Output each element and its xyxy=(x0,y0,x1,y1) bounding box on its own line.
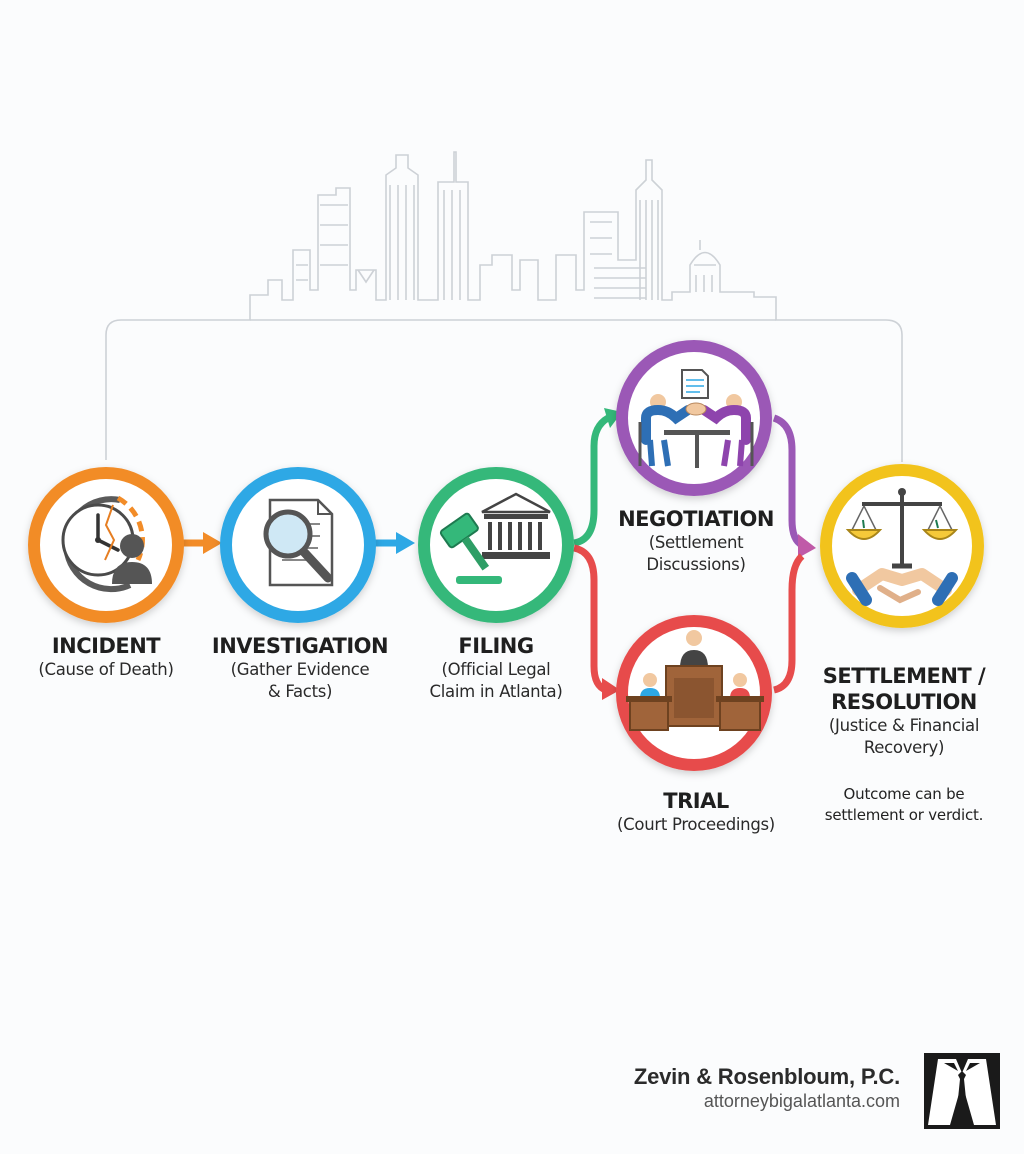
filing-subtitle-2: Claim in Atlanta) xyxy=(429,682,563,701)
handshake-table-icon xyxy=(638,369,754,468)
suit-tie-logo xyxy=(924,1053,1000,1129)
gavel-courthouse-icon xyxy=(439,492,551,584)
trial-title: TRIAL xyxy=(663,789,729,813)
firm-url: attorneybigalatlanta.com xyxy=(703,1091,900,1111)
investigation-subtitle-1: (Gather Evidence xyxy=(230,660,370,679)
filing-stage xyxy=(418,467,574,623)
courtroom-icon xyxy=(626,630,764,731)
investigation-title: INVESTIGATION xyxy=(211,634,389,658)
incident-subtitle: (Cause of Death) xyxy=(38,660,174,679)
negotiation-stage xyxy=(616,340,772,496)
settlement-subtitle-2: Recovery) xyxy=(863,738,945,757)
filing-subtitle-1: (Official Legal xyxy=(441,660,551,679)
trial-stage xyxy=(616,615,772,771)
investigation-label: INVESTIGATION (Gather Evidence & Facts) xyxy=(190,633,410,703)
filing-title: FILING xyxy=(458,634,534,658)
settlement-label: SETTLEMENT / RESOLUTION (Justice & Finan… xyxy=(806,663,1002,759)
magnifier-document-icon xyxy=(263,498,334,587)
settlement-title-1: SETTLEMENT / xyxy=(822,664,986,688)
settlement-title-2: RESOLUTION xyxy=(831,690,977,714)
trial-subtitle: (Court Proceedings) xyxy=(617,815,775,834)
connector-arrows xyxy=(178,408,816,700)
negotiation-subtitle-1: (Settlement xyxy=(648,533,744,552)
settlement-note: Outcome can be settlement or verdict. xyxy=(812,784,996,826)
clock-person-icon xyxy=(61,495,152,593)
city-skyline-icon xyxy=(105,151,903,462)
settlement-stage xyxy=(820,464,984,628)
settlement-note-1: Outcome can be xyxy=(843,785,965,803)
investigation-subtitle-2: & Facts) xyxy=(267,682,333,701)
negotiation-title: NEGOTIATION xyxy=(618,507,774,531)
filing-label: FILING (Official Legal Claim in Atlanta) xyxy=(406,633,586,703)
firm-branding: Zevin & Rosenbloum, P.C. attorneybigalat… xyxy=(634,1064,900,1112)
incident-title: INCIDENT xyxy=(51,634,161,658)
incident-label: INCIDENT (Cause of Death) xyxy=(16,633,196,681)
firm-name: Zevin & Rosenbloum, P.C. xyxy=(633,1064,900,1089)
settlement-subtitle-1: (Justice & Financial xyxy=(828,716,980,735)
settlement-note-2: settlement or verdict. xyxy=(824,806,984,824)
trial-label: TRIAL (Court Proceedings) xyxy=(596,788,796,836)
negotiation-label: NEGOTIATION (Settlement Discussions) xyxy=(596,506,796,576)
incident-stage xyxy=(28,467,184,623)
scales-handshake-icon xyxy=(845,488,959,606)
investigation-stage xyxy=(220,467,376,623)
negotiation-subtitle-2: Discussions) xyxy=(646,555,746,574)
